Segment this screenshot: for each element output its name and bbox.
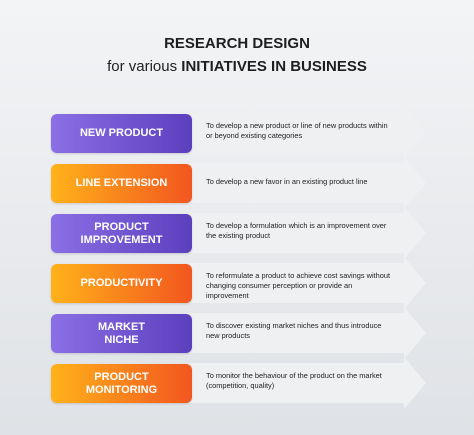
description-new-product: To develop a new product or line of new … <box>206 121 388 140</box>
description-product-improvement: To develop a formulation which is an imp… <box>206 221 387 240</box>
arrow-shape <box>188 207 426 259</box>
row-product-monitoring: PRODUCT MONITORING To monitor the behavi… <box>0 357 474 409</box>
subtitle-bold: INITIATIVES IN BUSINESS <box>181 58 367 75</box>
arrow-shape <box>188 307 426 359</box>
pill-productivity: PRODUCTIVITY <box>51 264 192 303</box>
subtitle-plain: for various <box>107 58 182 75</box>
arrow-shape <box>188 257 426 309</box>
diagram-title: RESEARCH DESIGN <box>164 35 310 52</box>
pill-line-extension: LINE EXTENSION <box>51 164 192 203</box>
pill-market-niche: MARKET NICHE <box>51 314 192 353</box>
pill-new-product: NEW PRODUCT <box>51 114 192 153</box>
row-new-product: NEW PRODUCT To develop a new product or … <box>0 107 474 159</box>
arrow-shape <box>188 357 426 409</box>
arrow-shape <box>188 107 426 159</box>
diagram-subtitle: for various INITIATIVES IN BUSINESS <box>0 57 474 77</box>
description-market-niche: To discover existing market niches and t… <box>206 321 382 340</box>
description-productivity: To reformulate a product to achieve cost… <box>206 271 391 300</box>
pill-product-improvement: PRODUCT IMPROVEMENT <box>51 214 192 253</box>
pill-product-monitoring: PRODUCT MONITORING <box>51 364 192 403</box>
row-line-extension: LINE EXTENSION To develop a new favor in… <box>0 157 474 209</box>
description-product-monitoring: To monitor the behaviour of the product … <box>206 371 382 390</box>
row-productivity: PRODUCTIVITY To reformulate a product to… <box>0 257 474 309</box>
row-market-niche: MARKET NICHE To discover existing market… <box>0 307 474 359</box>
description-line-extension: To develop a new favor in an existing pr… <box>206 177 368 186</box>
arrow-shape <box>188 157 426 209</box>
row-product-improvement: PRODUCT IMPROVEMENT To develop a formula… <box>0 207 474 259</box>
